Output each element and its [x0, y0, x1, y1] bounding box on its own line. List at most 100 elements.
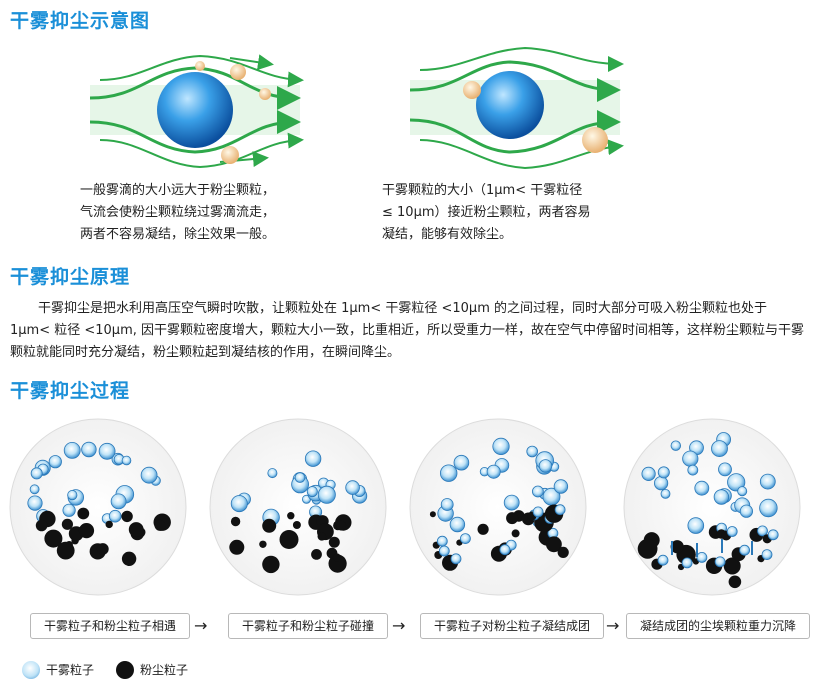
dust-particle [637, 538, 658, 559]
fog-particle [526, 445, 538, 458]
fog-particle [657, 554, 669, 566]
fog-particle [681, 557, 693, 569]
dust-particle [262, 555, 280, 574]
fog-particle [739, 504, 754, 518]
dust-particle [128, 522, 144, 537]
fog-particle [713, 489, 730, 505]
fog-particle [449, 516, 466, 533]
fog-particle [759, 473, 776, 490]
fog-particle [499, 544, 511, 556]
principle-heading: 干雾抑尘原理 [10, 266, 131, 288]
process-step-agglomerate: 干雾粒子对粉尘粒子凝结成团 [420, 613, 604, 639]
dust-particle [311, 549, 322, 560]
right-caption-line: ≤ 10μm）接近粉尘颗粒，两者容易 [382, 205, 591, 220]
fog-particle [48, 455, 62, 469]
dust-particle [77, 507, 90, 520]
dust-particle [521, 515, 528, 522]
dust-particle [154, 519, 166, 531]
dust-particle [670, 540, 684, 554]
dust-particle [61, 518, 73, 530]
dust-particle [317, 532, 327, 541]
fog-particle [294, 472, 306, 483]
fog-particle [682, 450, 699, 467]
dust-particle [121, 551, 137, 566]
fog-particle [492, 437, 510, 456]
fog-particle [503, 494, 520, 511]
fog-particle [739, 544, 750, 556]
left-caption-line: 一般雾滴的大小远大于粉尘颗粒， [80, 183, 276, 198]
fog-particle [110, 493, 127, 510]
right-caption-line: 干雾颗粒的大小（1μm< 干雾粒径 [382, 183, 583, 198]
dust-particle [279, 530, 299, 549]
fog-particle [554, 504, 566, 516]
fog-particle [670, 440, 682, 451]
fog-particle [726, 526, 738, 537]
fog-particle [714, 556, 726, 568]
fog-particle [761, 549, 773, 561]
fog-particle [436, 535, 448, 547]
process-step-collide: 干雾粒子和粉尘粒子碰撞 [228, 613, 388, 639]
fog-particle [757, 525, 768, 537]
fog-particle [657, 466, 670, 479]
fog-particle [453, 454, 470, 471]
fog-particle [718, 462, 732, 477]
legend-dust-label: 粉尘粒子 [140, 663, 189, 677]
dust-particle [230, 516, 241, 527]
process-stage-circle [623, 418, 801, 596]
dust-particle [723, 557, 741, 575]
left-caption-line: 两者不容易凝结，除尘效果一般。 [80, 227, 276, 242]
step-arrow-icon: → [392, 616, 406, 635]
fog-particle [230, 495, 248, 513]
fog-particle [440, 498, 454, 511]
dust-particle [332, 553, 341, 562]
fog-particle [696, 551, 708, 563]
fog-particle [62, 503, 76, 517]
left-caption: 一般雾滴的大小远大于粉尘颗粒， 气流会使粉尘颗粒绕过雾滴流走， 两者不容易凝结，… [80, 180, 275, 246]
dust-particle [328, 554, 347, 573]
fog-particle [553, 479, 569, 494]
dust-particle [121, 510, 133, 523]
fog-particle [27, 495, 43, 511]
fog-particle [687, 517, 705, 534]
principle-text: 干雾抑尘是把水利用高压空气瞬时吹散，让颗粒处在 1μm< 干雾粒径 <10μm … [10, 301, 804, 360]
dust-particle [262, 518, 277, 533]
right-caption-line: 凝结，能够有效除尘。 [382, 227, 513, 242]
dust-particle [292, 521, 301, 529]
fog-particle [532, 506, 544, 518]
principle-paragraph: 干雾抑尘是把水利用高压空气瞬时吹散，让颗粒处在 1μm< 干雾粒径 <10μm … [10, 298, 810, 364]
process-diagram [9, 418, 801, 596]
schematic-heading: 干雾抑尘示意图 [10, 10, 151, 32]
dust-particle [546, 536, 562, 553]
fog-particle [459, 533, 471, 545]
dust-particle-icon [116, 661, 134, 679]
fog-particle [660, 489, 671, 499]
dust-particle [229, 539, 245, 555]
dust-particle [511, 529, 520, 538]
process-step-settle: 凝结成团的尘埃颗粒重力沉降 [626, 613, 810, 639]
fog-particle [653, 476, 669, 491]
dust-particle [105, 520, 113, 529]
fog-particle [67, 490, 78, 501]
step-arrow-icon: → [606, 616, 620, 635]
fog-particle [694, 480, 710, 496]
dust-particle [287, 512, 295, 520]
fog-particle [29, 484, 40, 495]
process-heading: 干雾抑尘过程 [10, 380, 131, 402]
fog-particle [345, 480, 360, 495]
fog-particle [737, 486, 748, 497]
dust-particle [429, 511, 436, 518]
fog-particle [306, 486, 318, 498]
dust-particle [78, 523, 95, 539]
fog-particle [140, 466, 158, 484]
fog-particle [759, 498, 778, 518]
fog-particle [30, 467, 43, 480]
dust-particle [506, 512, 519, 525]
dry-fog-diagram [410, 46, 624, 170]
fog-particle [687, 464, 699, 476]
fog-particle [438, 545, 450, 557]
dust-particle [259, 540, 267, 548]
fog-particle [98, 442, 116, 460]
fog-particle [63, 442, 81, 459]
legend-fog-label: 干雾粒子 [46, 663, 95, 677]
large-droplet-diagram [89, 54, 304, 169]
